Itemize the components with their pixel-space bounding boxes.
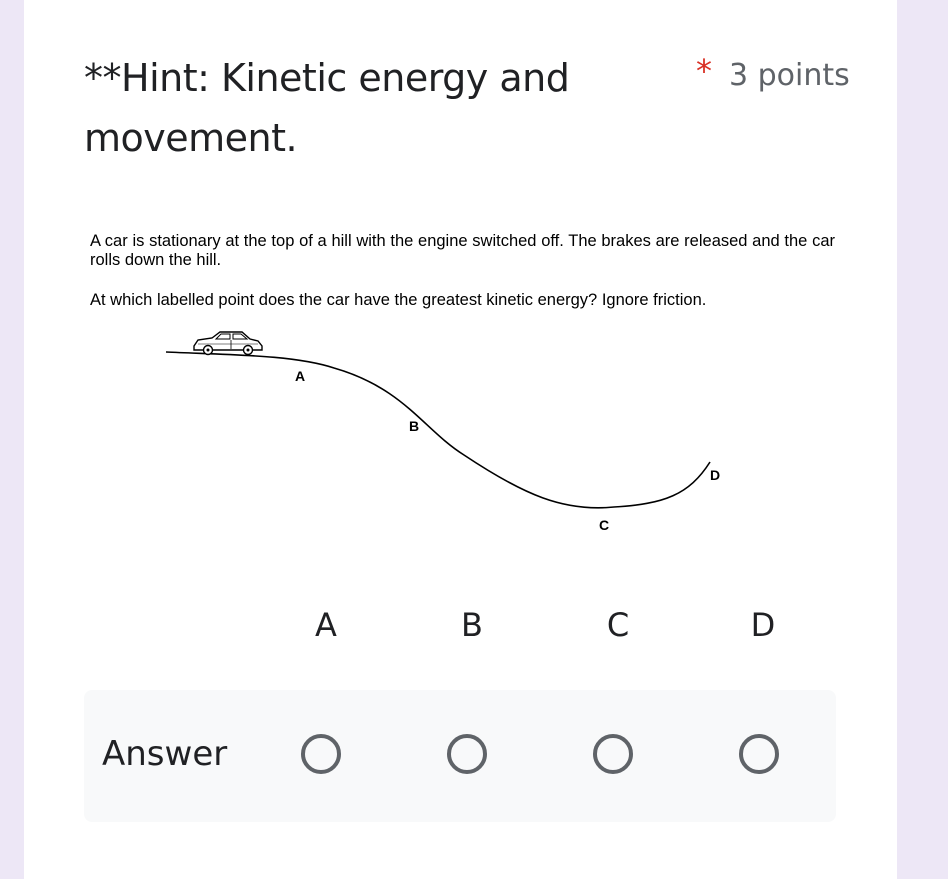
column-header-d: D bbox=[750, 606, 776, 644]
point-label-b: B bbox=[409, 418, 419, 434]
column-header-a: A bbox=[315, 606, 337, 644]
point-label-a: A bbox=[295, 368, 305, 384]
radio-option-d[interactable] bbox=[739, 734, 779, 774]
point-label-d: D bbox=[710, 467, 720, 483]
hill-curve bbox=[165, 351, 711, 509]
question-card: **Hint: Kinetic energy and movement. * 3… bbox=[24, 0, 897, 879]
radio-option-c[interactable] bbox=[593, 734, 633, 774]
answer-row: Answer bbox=[84, 690, 836, 822]
question-prompt: At which labelled point does the car hav… bbox=[90, 291, 707, 309]
radio-option-b[interactable] bbox=[447, 734, 487, 774]
question-title: **Hint: Kinetic energy and movement. bbox=[84, 56, 570, 160]
required-marker: * bbox=[696, 52, 712, 90]
column-header-b: B bbox=[461, 606, 483, 644]
point-label-c: C bbox=[599, 517, 609, 533]
question-text: A car is stationary at the top of a hill… bbox=[90, 232, 835, 269]
radio-option-a[interactable] bbox=[301, 734, 341, 774]
column-header-c: C bbox=[606, 606, 630, 644]
car-icon bbox=[193, 331, 263, 356]
row-label: Answer bbox=[102, 734, 228, 774]
points-label: 3 points bbox=[729, 58, 850, 93]
